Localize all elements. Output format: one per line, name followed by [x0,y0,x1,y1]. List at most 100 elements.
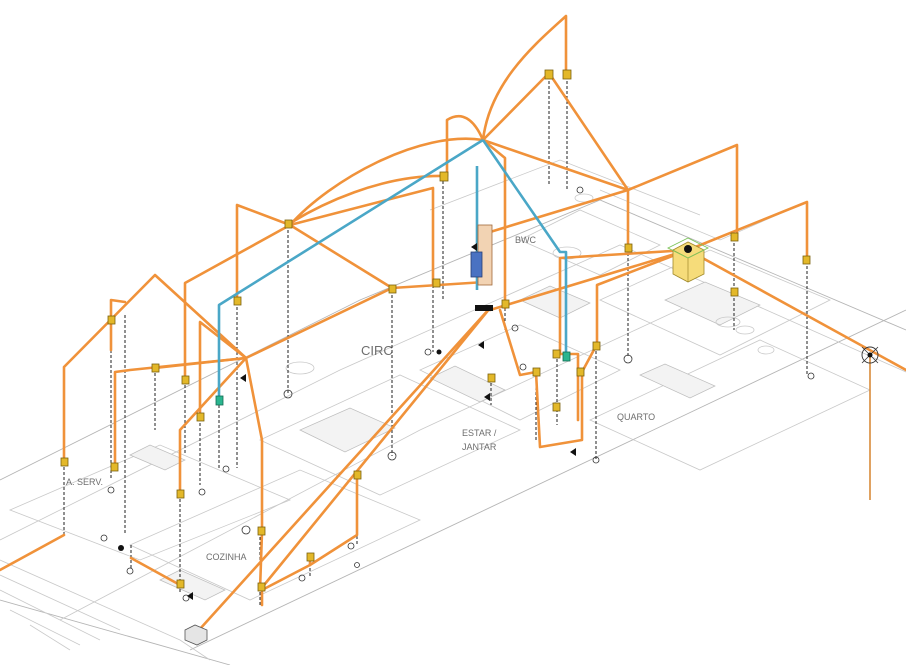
panel-base [475,305,493,311]
junction-box [532,367,541,377]
junction-box [802,255,811,265]
junction-box [562,69,572,80]
conduit-panel-to-entry [188,306,492,642]
meter-dot [684,245,692,253]
junction-box [388,284,397,294]
floor-inner-wall-1 [0,244,906,541]
conduit-to-box-443 [445,114,485,178]
junction-box [196,412,205,422]
furniture-sink [129,444,186,471]
junction-box [107,315,116,325]
junction-boxes [60,69,811,592]
junction-box [487,373,496,383]
furniture-bed [664,281,761,326]
conduit-to-quarto-upper [626,143,739,240]
junction-box [151,363,160,373]
floor-room-estar [419,324,621,421]
fixture-chair-1 [285,361,315,375]
room-label-circ: CIRC [361,343,393,358]
distribution-panel [470,224,493,311]
conduit-hub2-to-392 [244,286,394,360]
conduit-estar-connect [498,308,538,377]
room-labels: CIRC BWC QUARTO ESTAR / JANTAR A. SERV. … [66,235,655,562]
conduit-panel-to-meter [488,248,690,312]
meter-box [666,237,710,283]
furniture-bath [519,285,591,319]
conduit-hub-to-505 [481,138,507,310]
fixture-lamp-1 [715,316,741,328]
furniture-sofa [429,365,506,403]
conduit-hub2-to-262 [244,356,264,534]
floor-inner-wall-3 [0,559,211,661]
conduit-circ-to-433 [288,186,435,287]
floor-outer-wall-back [0,199,906,481]
conduit-hub2-to-115 [113,356,248,470]
junction-box [576,367,585,377]
junction-box [257,582,266,592]
room-label-cozinha: COZINHA [206,552,247,562]
entry-box [184,624,208,646]
junction-box [501,299,510,309]
room-label-bwc: BWC [515,235,536,245]
junction-box [284,219,293,229]
junction-box [353,470,362,480]
fixture-lamp-2 [735,325,755,335]
junction-box [552,402,561,412]
room-label-quarto: QUARTO [617,412,655,422]
street-pole-symbol [861,346,879,364]
conduit-hub2-to-200 [198,320,248,420]
meter-top-green [666,237,710,259]
junction-box [730,287,739,297]
junction-box [624,243,633,253]
junction-box [439,171,449,182]
meter-cube [672,241,705,283]
junction-box [730,232,739,242]
floor-wall-top [429,159,701,216]
floor-plan [0,159,906,665]
floor-room-bwc [519,209,661,276]
conduit-to-circ-arc [288,137,485,227]
junction-box [552,349,561,359]
conduit-arc-443 [290,174,445,224]
conduit-meter-to-557 [558,248,690,356]
conduit-cozinha-to-310 [260,553,312,592]
riser-hub-to-219 [217,138,484,400]
conduit-cozinha-low [129,556,182,587]
room-label-estar: ESTAR / [462,428,497,438]
conduit-310-to-357 [308,474,359,567]
junction-box [60,457,69,467]
floor-steps [0,574,121,651]
junction-box [432,278,441,288]
conduit-to-roof-arc [481,14,568,142]
furniture-counter [159,569,226,601]
conduit-quarto-loop [534,344,598,449]
junction-box [110,462,119,472]
riser-box-green [562,351,571,362]
conduit-circ-to-185 [183,223,292,382]
riser-box-green [215,395,224,406]
conduit-aserv-exit [0,533,66,572]
conduit-111-stub [109,298,127,322]
junction-box [544,69,554,80]
junction-box [176,489,185,499]
floor-outer-wall-left [0,599,231,665]
junction-box [306,552,315,562]
furniture-wardrobe [639,363,716,399]
conduit-549-to-bwc [547,71,630,192]
fixture-lamp-3 [757,345,775,355]
conduit-bwc-to-panel [488,188,630,234]
room-label-area-servico: A. SERV. [66,477,103,487]
conduit-meter-to-street [686,248,906,372]
conduit-circ-to-392 [288,223,394,290]
conduit-hub2-to-180 [178,356,248,496]
riser-hub-to-566 [481,139,568,356]
floor-outer-wall-front [189,309,906,651]
junction-box [592,341,601,351]
conduit-to-box-549 [481,71,551,142]
junction-box [176,579,185,589]
conduit-network [0,14,906,642]
floor-room-circ [259,374,521,496]
fixture-shower [574,193,594,203]
outlet-points [100,186,879,646]
